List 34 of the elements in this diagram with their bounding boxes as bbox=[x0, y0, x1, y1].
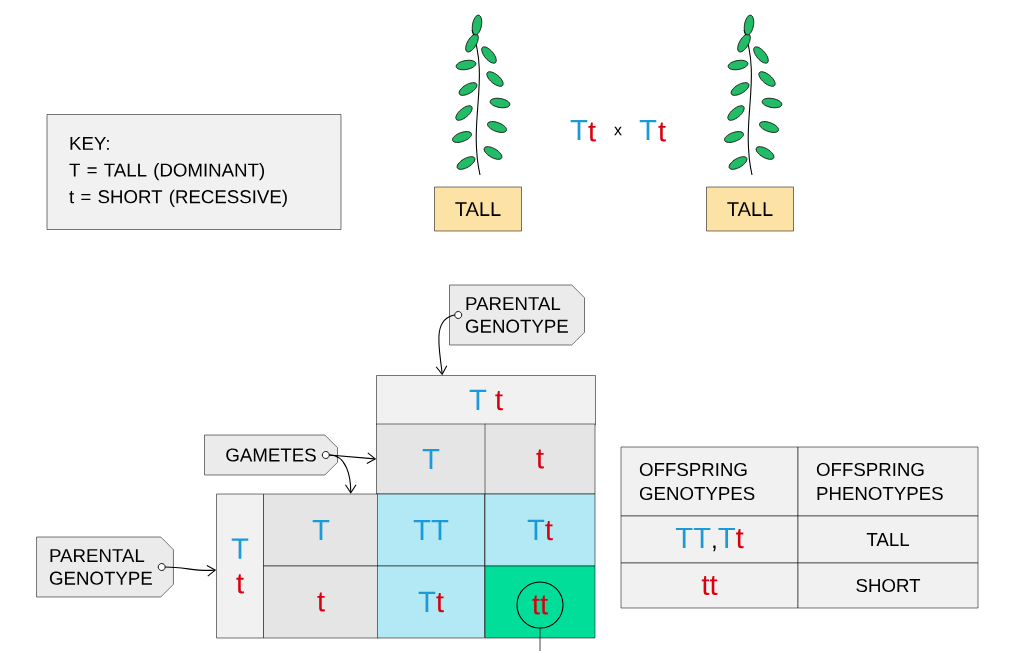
punnett-cell: t bbox=[484, 423, 596, 495]
punnett-cell bbox=[484, 565, 596, 639]
key-box: KEY: T = TALL (DOMINANT) t = SHORT (RECESSIVE) bbox=[46, 114, 342, 230]
tag-label: PARENTAL GENOTYPE bbox=[36, 536, 174, 598]
punnett-cell: t bbox=[263, 565, 379, 639]
label: t bbox=[736, 529, 744, 549]
punnett-cell: T t bbox=[376, 375, 596, 425]
label: TT bbox=[675, 527, 711, 549]
punnett-cell: T bbox=[263, 493, 379, 567]
punnett-cell: TT bbox=[377, 493, 485, 567]
label: , bbox=[713, 545, 716, 552]
allele-letter: T bbox=[570, 119, 588, 141]
table-header-cell: OFFSPRING PHENOTYPES bbox=[797, 446, 979, 517]
allele-letter: T bbox=[639, 119, 657, 141]
tag-label: PARENTAL GENOTYPE bbox=[449, 284, 585, 346]
punnett-cell: Tt bbox=[484, 493, 596, 567]
punnett-cell: T t bbox=[216, 493, 264, 639]
label-box: TALL bbox=[706, 186, 794, 232]
table-cell: SHORT bbox=[797, 562, 979, 609]
label-box: TALL bbox=[434, 186, 522, 232]
allele-letter: t bbox=[658, 122, 666, 142]
table-cell: TALL bbox=[797, 515, 979, 564]
arrow bbox=[328, 454, 357, 494]
arrow bbox=[164, 564, 217, 577]
arrow bbox=[435, 314, 456, 376]
label: T bbox=[718, 527, 735, 549]
punnett-cell: T bbox=[376, 423, 486, 495]
allele-letter: t bbox=[588, 122, 596, 142]
table-header-cell: OFFSPRING GENOTYPES bbox=[620, 446, 799, 517]
tag-label: GAMETES bbox=[204, 434, 338, 476]
cross-symbol: x bbox=[614, 126, 622, 136]
table-cell: TT,Tt bbox=[620, 515, 799, 564]
punnett-cell: Tt bbox=[377, 565, 485, 639]
table-cell: tt bbox=[620, 562, 799, 609]
